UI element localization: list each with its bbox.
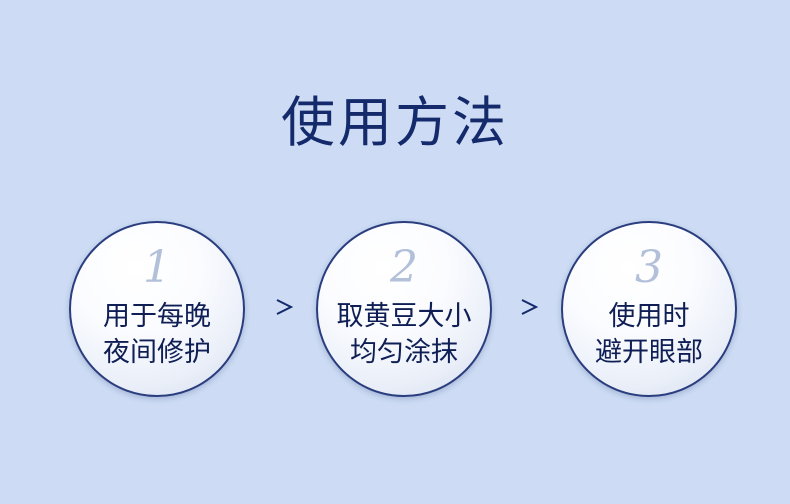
step-circle-3: 3 使用时 避开眼部 — [561, 221, 737, 397]
step-number-3: 3 — [635, 242, 663, 293]
step-2-line-1: 取黄豆大小 — [336, 301, 472, 332]
step-circle-1: 1 用于每晚 夜间修护 — [69, 221, 245, 397]
step-text-3: 使用时 避开眼部 — [563, 299, 735, 371]
step-text-2: 取黄豆大小 均匀涂抹 — [318, 299, 490, 371]
step-number-1: 1 — [143, 242, 171, 293]
step-circle-2: 2 取黄豆大小 均匀涂抹 — [316, 221, 492, 397]
page-title: 使用方法 — [281, 91, 509, 154]
chevron-right-icon — [273, 296, 295, 318]
step-1-line-1: 用于每晚 — [103, 301, 211, 332]
step-2-line-2: 均匀涂抹 — [350, 337, 458, 368]
chevron-right-icon — [518, 296, 540, 318]
step-number-2: 2 — [390, 242, 418, 293]
step-3-line-1: 使用时 — [608, 301, 690, 332]
step-text-1: 用于每晚 夜间修护 — [71, 299, 243, 371]
step-1-line-2: 夜间修护 — [103, 337, 211, 368]
step-3-line-2: 避开眼部 — [595, 337, 703, 368]
